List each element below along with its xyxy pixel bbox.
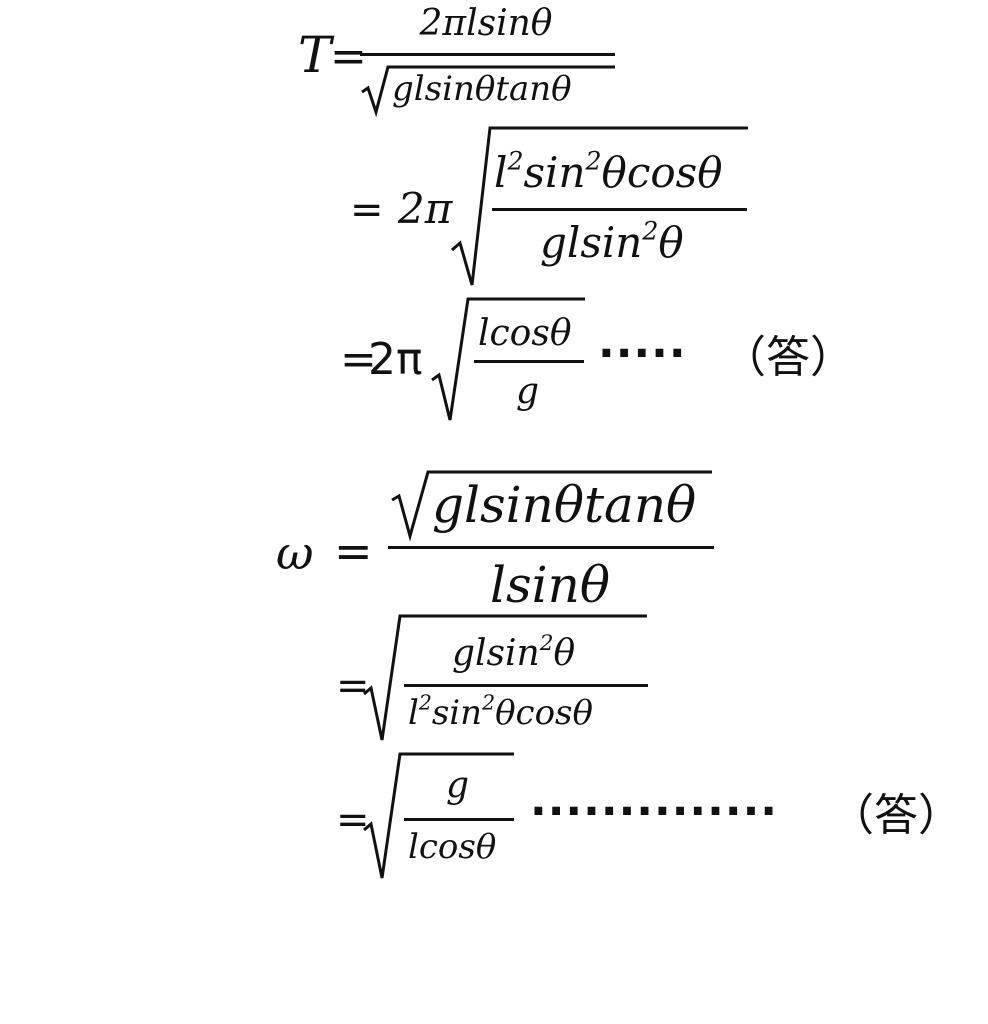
t-line2-den-start: glsin <box>540 218 643 267</box>
t-line2-den-end: θ <box>658 218 684 267</box>
omega-line2-num-end: θ <box>553 633 576 674</box>
t-line2-num-sup2: 2 <box>585 146 602 176</box>
t-line2-equals-sign: = <box>350 187 384 233</box>
omega-line1-fraction-bar <box>388 546 714 549</box>
omega-line3-numerator: g <box>446 765 470 806</box>
t-line3-equals-sign: = <box>340 334 377 385</box>
omega-line2-radical <box>363 614 647 741</box>
t-line2-num-mid: sin <box>523 148 586 197</box>
t-line2-den-sup: 2 <box>642 216 659 246</box>
t-line1-numerator: 2πlsinθ <box>419 3 553 44</box>
omega-line1-radical <box>391 470 712 542</box>
t-line1-fraction-bar <box>360 53 615 56</box>
omega-line2-den-l: l <box>408 693 419 733</box>
t-line3-answer-mark: （答） <box>722 332 854 383</box>
omega-line3-equals-sign: = <box>336 797 370 843</box>
t-line2-num-l: l <box>494 148 508 197</box>
t-line1-denominator: glsinθtanθ <box>392 69 572 109</box>
omega-line3-leader-dots: ·············· <box>530 786 779 837</box>
omega-line2-denominator: l2sin2θcosθ <box>408 693 593 733</box>
omega-line2-numerator: glsin2θ <box>452 633 576 674</box>
omega-line2-den-sup1: 2 <box>418 690 432 715</box>
t-equals-sign: = <box>330 31 367 82</box>
t-line3-fraction-bar <box>474 360 584 363</box>
t-line2-num-sup1: 2 <box>507 146 524 176</box>
omega-line2-fraction-bar <box>404 684 648 687</box>
omega-equals-sign: = <box>334 524 373 578</box>
omega-line2-den-end: θcosθ <box>495 693 593 733</box>
t-line1-radical <box>361 65 615 118</box>
t-line3-numerator: lcosθ <box>478 313 572 354</box>
t-line3-denominator: g <box>516 371 540 412</box>
omega-lhs: ω <box>276 526 314 580</box>
omega-line3-radical <box>363 752 514 879</box>
omega-line1-denominator: lsinθ <box>490 556 610 614</box>
t-line3-coefficient: 2π <box>368 334 423 385</box>
omega-line2-equals-sign: = <box>336 663 370 709</box>
t-lhs: T <box>298 26 332 84</box>
t-line2-coefficient: 2π <box>398 184 453 233</box>
t-line3-leader-dots: ····· <box>598 328 687 379</box>
omega-line2-den-mid: sin <box>431 693 483 733</box>
t-line3-radical <box>431 297 585 421</box>
omega-line3-answer-mark: （答） <box>830 790 962 841</box>
omega-line2-num-sup: 2 <box>539 630 554 656</box>
t-line2-num-end: θcosθ <box>601 148 723 197</box>
t-line2-numerator: l2sin2θcosθ <box>494 148 722 194</box>
t-line2-radical <box>451 126 748 286</box>
omega-line2-num-start: glsin <box>452 633 540 674</box>
t-line2-fraction-bar <box>492 208 747 211</box>
omega-line1-numerator: glsinθtanθ <box>432 476 697 534</box>
omega-line3-denominator: lcosθ <box>408 827 497 867</box>
omega-line3-fraction-bar <box>404 818 514 821</box>
t-line2-denominator: glsin2θ <box>540 218 684 264</box>
omega-line2-den-sup2: 2 <box>482 690 496 715</box>
